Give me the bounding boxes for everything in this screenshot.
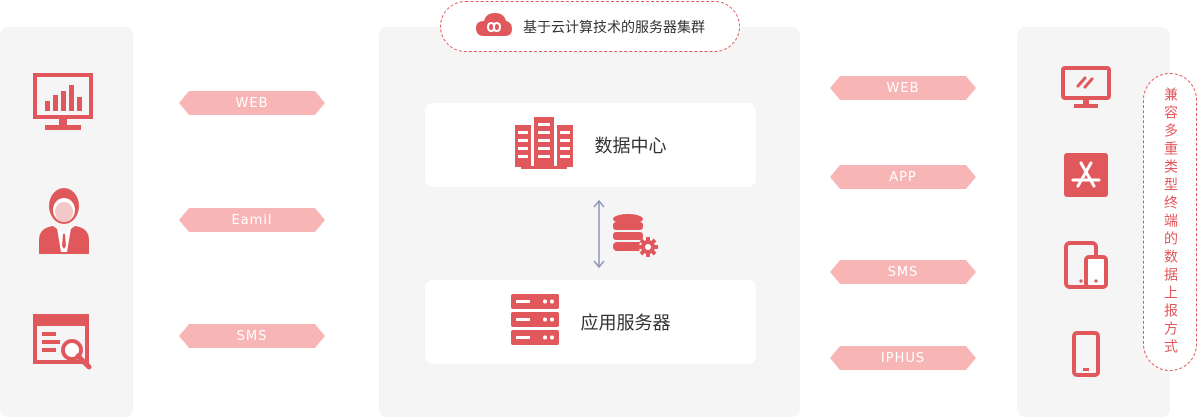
terminal-note-text: 兼容多重类型终端的数据上报方式 xyxy=(1162,87,1178,357)
phone-icon xyxy=(1072,331,1100,377)
cloud-cluster-label: 基于云计算技术的服务器集群 xyxy=(523,19,705,36)
desktop-icon xyxy=(1061,66,1111,108)
search-report-icon xyxy=(33,314,93,370)
cloud-cluster-badge: 基于云计算技术的服务器集群 xyxy=(440,1,740,52)
tablet-phone-icon xyxy=(1064,241,1108,289)
app-server-card: 应用服务器 xyxy=(425,280,756,364)
monitor-chart-icon xyxy=(33,73,93,131)
user-icon xyxy=(37,186,91,254)
right-tag-sms: SMS xyxy=(830,260,976,284)
right-tag-iphus: IPHUS xyxy=(830,346,976,370)
left-tag-email: Eamil xyxy=(179,208,325,232)
data-center-label: 数据中心 xyxy=(594,136,667,157)
app-store-icon xyxy=(1064,153,1108,197)
server-rack-icon xyxy=(514,117,573,173)
right-tag-app: APP xyxy=(830,165,976,189)
cloud-icon xyxy=(475,12,513,42)
app-server-label: 应用服务器 xyxy=(580,313,671,334)
left-tag-sms: SMS xyxy=(179,324,325,348)
right-tag-web: WEB xyxy=(830,76,976,100)
server-icon xyxy=(510,294,559,350)
terminal-note: 兼容多重类型终端的数据上报方式 xyxy=(1143,73,1197,371)
database-gear-icon xyxy=(612,213,660,259)
double-arrow-icon xyxy=(593,199,605,269)
left-tag-web: WEB xyxy=(179,91,325,115)
data-center-card: 数据中心 xyxy=(425,103,756,187)
